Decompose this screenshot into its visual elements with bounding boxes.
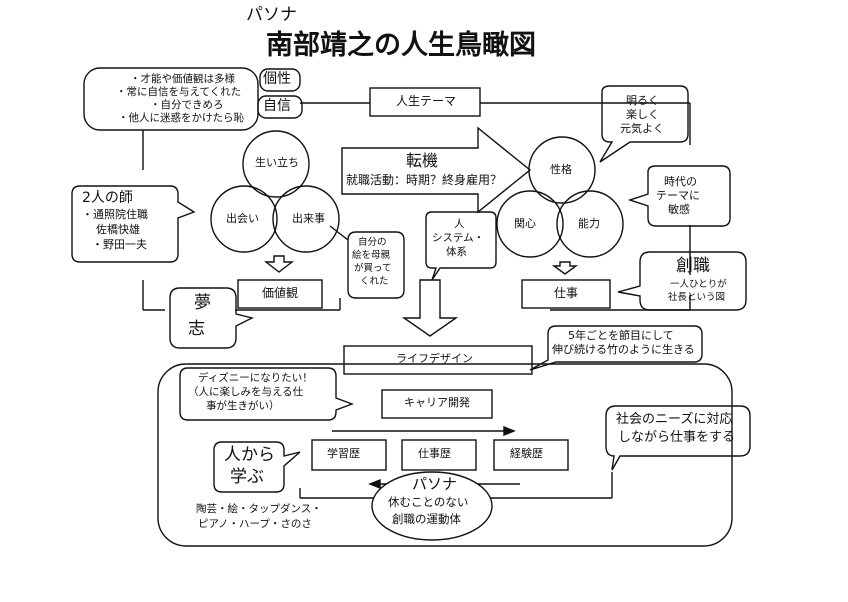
society-bubble-outline [605, 405, 751, 471]
venn-label-encounters: 出会い [226, 212, 259, 225]
work-label: 仕事 [554, 286, 579, 300]
mentors-line: ・野田一夫 [92, 238, 147, 251]
bright-bubble-outline [599, 85, 689, 163]
work-box [521, 279, 611, 309]
history-box-experience [493, 439, 569, 471]
venn-circle-interest [496, 190, 564, 258]
mentors-bubble-outline [71, 185, 196, 263]
pasona-line: 休むことのない [388, 495, 469, 509]
top-bubble-outline [83, 67, 259, 131]
page-title: 南部靖之の人生鳥瞰図 [266, 30, 536, 61]
dream-bubble-outline [169, 287, 255, 349]
life-design-label: ライフデザイン [396, 352, 473, 365]
mentors-line: 佐橋快雄 [96, 223, 140, 236]
experience-history-label: 経験歴 [510, 447, 543, 460]
learn-line: 学ぶ [230, 467, 264, 487]
mother-bubble-outline [329, 225, 405, 299]
system-line: システム・ [432, 232, 485, 244]
top-bubble-line: ・常に自信を与えてくれた [116, 86, 242, 98]
venn-label-character: 性格 [550, 163, 572, 176]
aspiration-label: 志 [188, 319, 205, 339]
society-line: しながら仕事をする [618, 430, 736, 445]
tag-jishin: 自信 [263, 98, 291, 114]
mother-line: 自分の [358, 237, 387, 248]
disney-bubble-outline [179, 367, 354, 421]
life-theme-label: 人生テーマ [396, 94, 457, 108]
venn-circle-encounters [210, 185, 278, 253]
souzoku-sub: 社長という図 [668, 292, 726, 303]
venn-circle-upbringing [242, 130, 310, 198]
era-line: テーマに [656, 189, 700, 202]
top-bubble-line: ・他人に迷惑をかけたら恥 [118, 112, 244, 124]
values-label: 価値観 [262, 286, 299, 300]
venn-label-interest: 関心 [514, 217, 536, 230]
tag-kosei: 個性 [263, 71, 291, 87]
disney-line: （人に楽しみを与える仕 [188, 386, 304, 398]
dream-label: 夢 [194, 293, 211, 313]
pasona-line: 創職の運動体 [392, 512, 461, 526]
bright-line: 元気よく [620, 122, 664, 135]
era-line: 敏感 [668, 203, 690, 216]
pasona-title: パソナ [412, 475, 458, 493]
venn-circle-ability [556, 190, 624, 258]
career-box [381, 389, 493, 419]
turning-arrow [341, 126, 532, 214]
system-bubble-outline [425, 211, 497, 281]
mother-line: が買って [354, 263, 392, 274]
bamboo-line: 伸び続ける竹のように生きる [552, 343, 695, 356]
venn-label-upbringing: 生い立ち [255, 156, 299, 169]
venn-circle-character [528, 136, 596, 204]
venn-circle-events [272, 185, 340, 253]
life-design-box [343, 345, 533, 375]
mother-line: 絵を母親 [352, 250, 391, 261]
pasona-oval [371, 471, 493, 541]
top-bubble-line: ・才能や価値観は多様 [130, 73, 235, 85]
disney-line: ディズニーになりたい！ [198, 372, 313, 384]
system-line: 体系 [446, 246, 467, 258]
disney-line: 事が生きがい） [206, 400, 280, 412]
tag-jishin-outline [257, 95, 303, 119]
down-arrow-small [551, 261, 579, 275]
mentors-line: ・通照院住職 [82, 208, 148, 221]
career-container [157, 363, 733, 547]
hobbies-line: ピアノ・ハープ・さのさ [198, 518, 312, 530]
top-bubble-line: ・自分できめろ [150, 99, 224, 111]
souzoku-sub: 一人ひとりが [670, 279, 727, 290]
handwritten-note: パソナ [246, 5, 297, 25]
venn-label-events: 出来事 [292, 212, 325, 225]
era-line: 時代の [664, 175, 697, 188]
career-label: キャリア開発 [404, 396, 470, 409]
era-bubble-outline [627, 165, 731, 227]
mother-line: くれた [360, 276, 389, 287]
big-down-arrow [401, 279, 459, 337]
society-line: 社会のニーズに対応 [616, 412, 733, 427]
hobbies-line: 陶芸・絵・タップダンス・ [196, 503, 322, 515]
bamboo-bubble-outline [529, 325, 703, 371]
system-line: 人 [454, 218, 465, 230]
venn-label-ability: 能力 [578, 217, 600, 230]
bamboo-line: 5年ごとを節目にして [568, 329, 674, 342]
tag-kosei-outline [259, 68, 301, 92]
history-box-study [311, 439, 387, 471]
down-arrow-small [263, 255, 295, 273]
souzoku-title: 創職 [676, 256, 710, 276]
mentors-title: 2人の師 [82, 190, 133, 206]
turning-title: 転機 [406, 151, 439, 170]
learn-bubble-outline [213, 441, 301, 493]
work-history-label: 仕事歴 [418, 447, 451, 460]
bright-line: 明るく [626, 94, 659, 107]
life-theme-box [369, 87, 481, 117]
study-history-label: 学習歴 [327, 447, 360, 460]
bright-line: 楽しく [626, 108, 659, 121]
history-box-work [401, 439, 477, 471]
learn-line: 人から [224, 445, 275, 465]
flow-arrowhead [368, 478, 381, 490]
souzoku-bubble-outline [617, 251, 747, 311]
flow-arrowhead [503, 425, 516, 437]
values-box [237, 279, 323, 309]
turning-sub: 就職活動：時期？終身雇用？ [346, 173, 503, 187]
